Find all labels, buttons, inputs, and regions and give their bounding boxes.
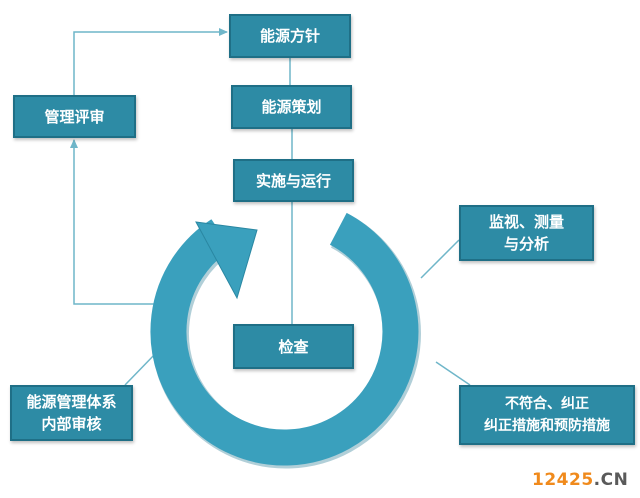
energy-policy-box: 能源方针 — [229, 14, 351, 58]
energy-planning-box: 能源策划 — [231, 85, 352, 129]
implementation-label: 实施与运行 — [255, 171, 331, 190]
management-review-box: 管理评审 — [13, 95, 136, 138]
management-review-label: 管理评审 — [44, 107, 105, 126]
monitoring-box: 监视、测量 与分析 — [459, 205, 594, 261]
energy-policy-label: 能源方针 — [259, 27, 320, 45]
monitoring-label-line2: 与分析 — [503, 235, 549, 253]
internal-audit-box: 能源管理体系 内部审核 — [10, 385, 133, 441]
connector-nonconformity — [435, 361, 471, 386]
connector-review-to-policy — [73, 28, 228, 95]
monitoring-label-line1: 监视、测量 — [488, 213, 564, 231]
nonconformity-label-line1: 不符合、纠正 — [505, 396, 589, 412]
watermark-domain: .CN — [593, 470, 629, 490]
watermark-number: 12425 — [532, 470, 594, 490]
internal-audit-label-line2: 内部审核 — [41, 415, 102, 433]
connector-cycle-to-review — [70, 139, 165, 305]
energy-planning-label: 能源策划 — [261, 98, 322, 116]
implementation-box: 实施与运行 — [233, 159, 354, 202]
connector-internal-audit — [124, 351, 158, 386]
site-watermark: 12425.CN — [532, 470, 628, 490]
internal-audit-label-line1: 能源管理体系 — [26, 393, 117, 411]
cycle-arrow-icon — [150, 212, 421, 469]
connector-monitoring — [420, 239, 460, 279]
nonconformity-label-line2: 纠正措施和预防措施 — [484, 418, 610, 434]
nonconformity-box: 不符合、纠正 纠正措施和预防措施 — [459, 385, 635, 445]
check-label: 检查 — [278, 337, 309, 356]
check-box: 检查 — [233, 324, 354, 369]
